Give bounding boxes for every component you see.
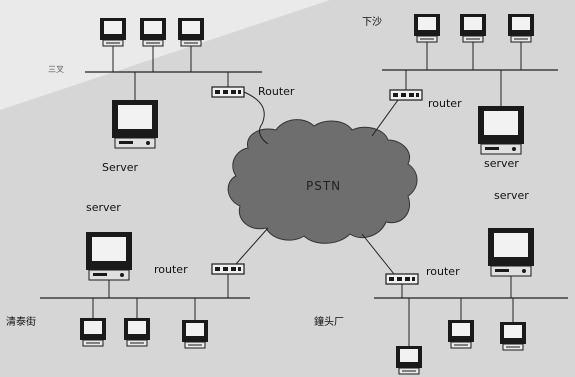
server-label-left: server: [86, 201, 121, 214]
server-label-right-mid: server: [494, 189, 529, 202]
router-icon: [211, 263, 245, 275]
server-icon: [111, 99, 159, 149]
site-label-sancha: 三叉: [48, 65, 64, 74]
pstn-label: PSTN: [306, 179, 342, 193]
server-icon: [477, 105, 525, 155]
router-label-top-left: Router: [258, 85, 295, 98]
workstation-icon: [507, 13, 535, 43]
server-label-top-left: Server: [102, 161, 139, 174]
background-highlight: [0, 0, 330, 110]
router-label-bottom-right: router: [426, 265, 460, 278]
workstation-icon: [99, 17, 127, 47]
workstation-icon: [459, 13, 487, 43]
site-label-xiasha: 下沙: [362, 17, 382, 28]
site-label-zhongtouchang: 鐘头厂: [314, 317, 344, 328]
workstation-icon: [181, 319, 209, 349]
workstation-icon: [177, 17, 205, 47]
router-label-top-right: router: [428, 97, 462, 110]
router-icon: [389, 89, 423, 101]
workstation-icon: [395, 345, 423, 375]
workstation-icon: [79, 317, 107, 347]
workstation-icon: [123, 317, 151, 347]
workstation-icon: [447, 319, 475, 349]
server-icon: [487, 227, 535, 277]
router-icon: [385, 273, 419, 285]
router-label-bottom-left: router: [154, 263, 188, 276]
workstation-icon: [499, 321, 527, 351]
server-icon: [85, 231, 133, 281]
workstation-icon: [413, 13, 441, 43]
pstn-cloud-icon: [227, 119, 418, 244]
workstation-icon: [139, 17, 167, 47]
server-label-right-top: server: [484, 157, 519, 170]
site-label-qingtaijie: 清泰街: [6, 317, 36, 328]
router-icon: [211, 86, 245, 98]
